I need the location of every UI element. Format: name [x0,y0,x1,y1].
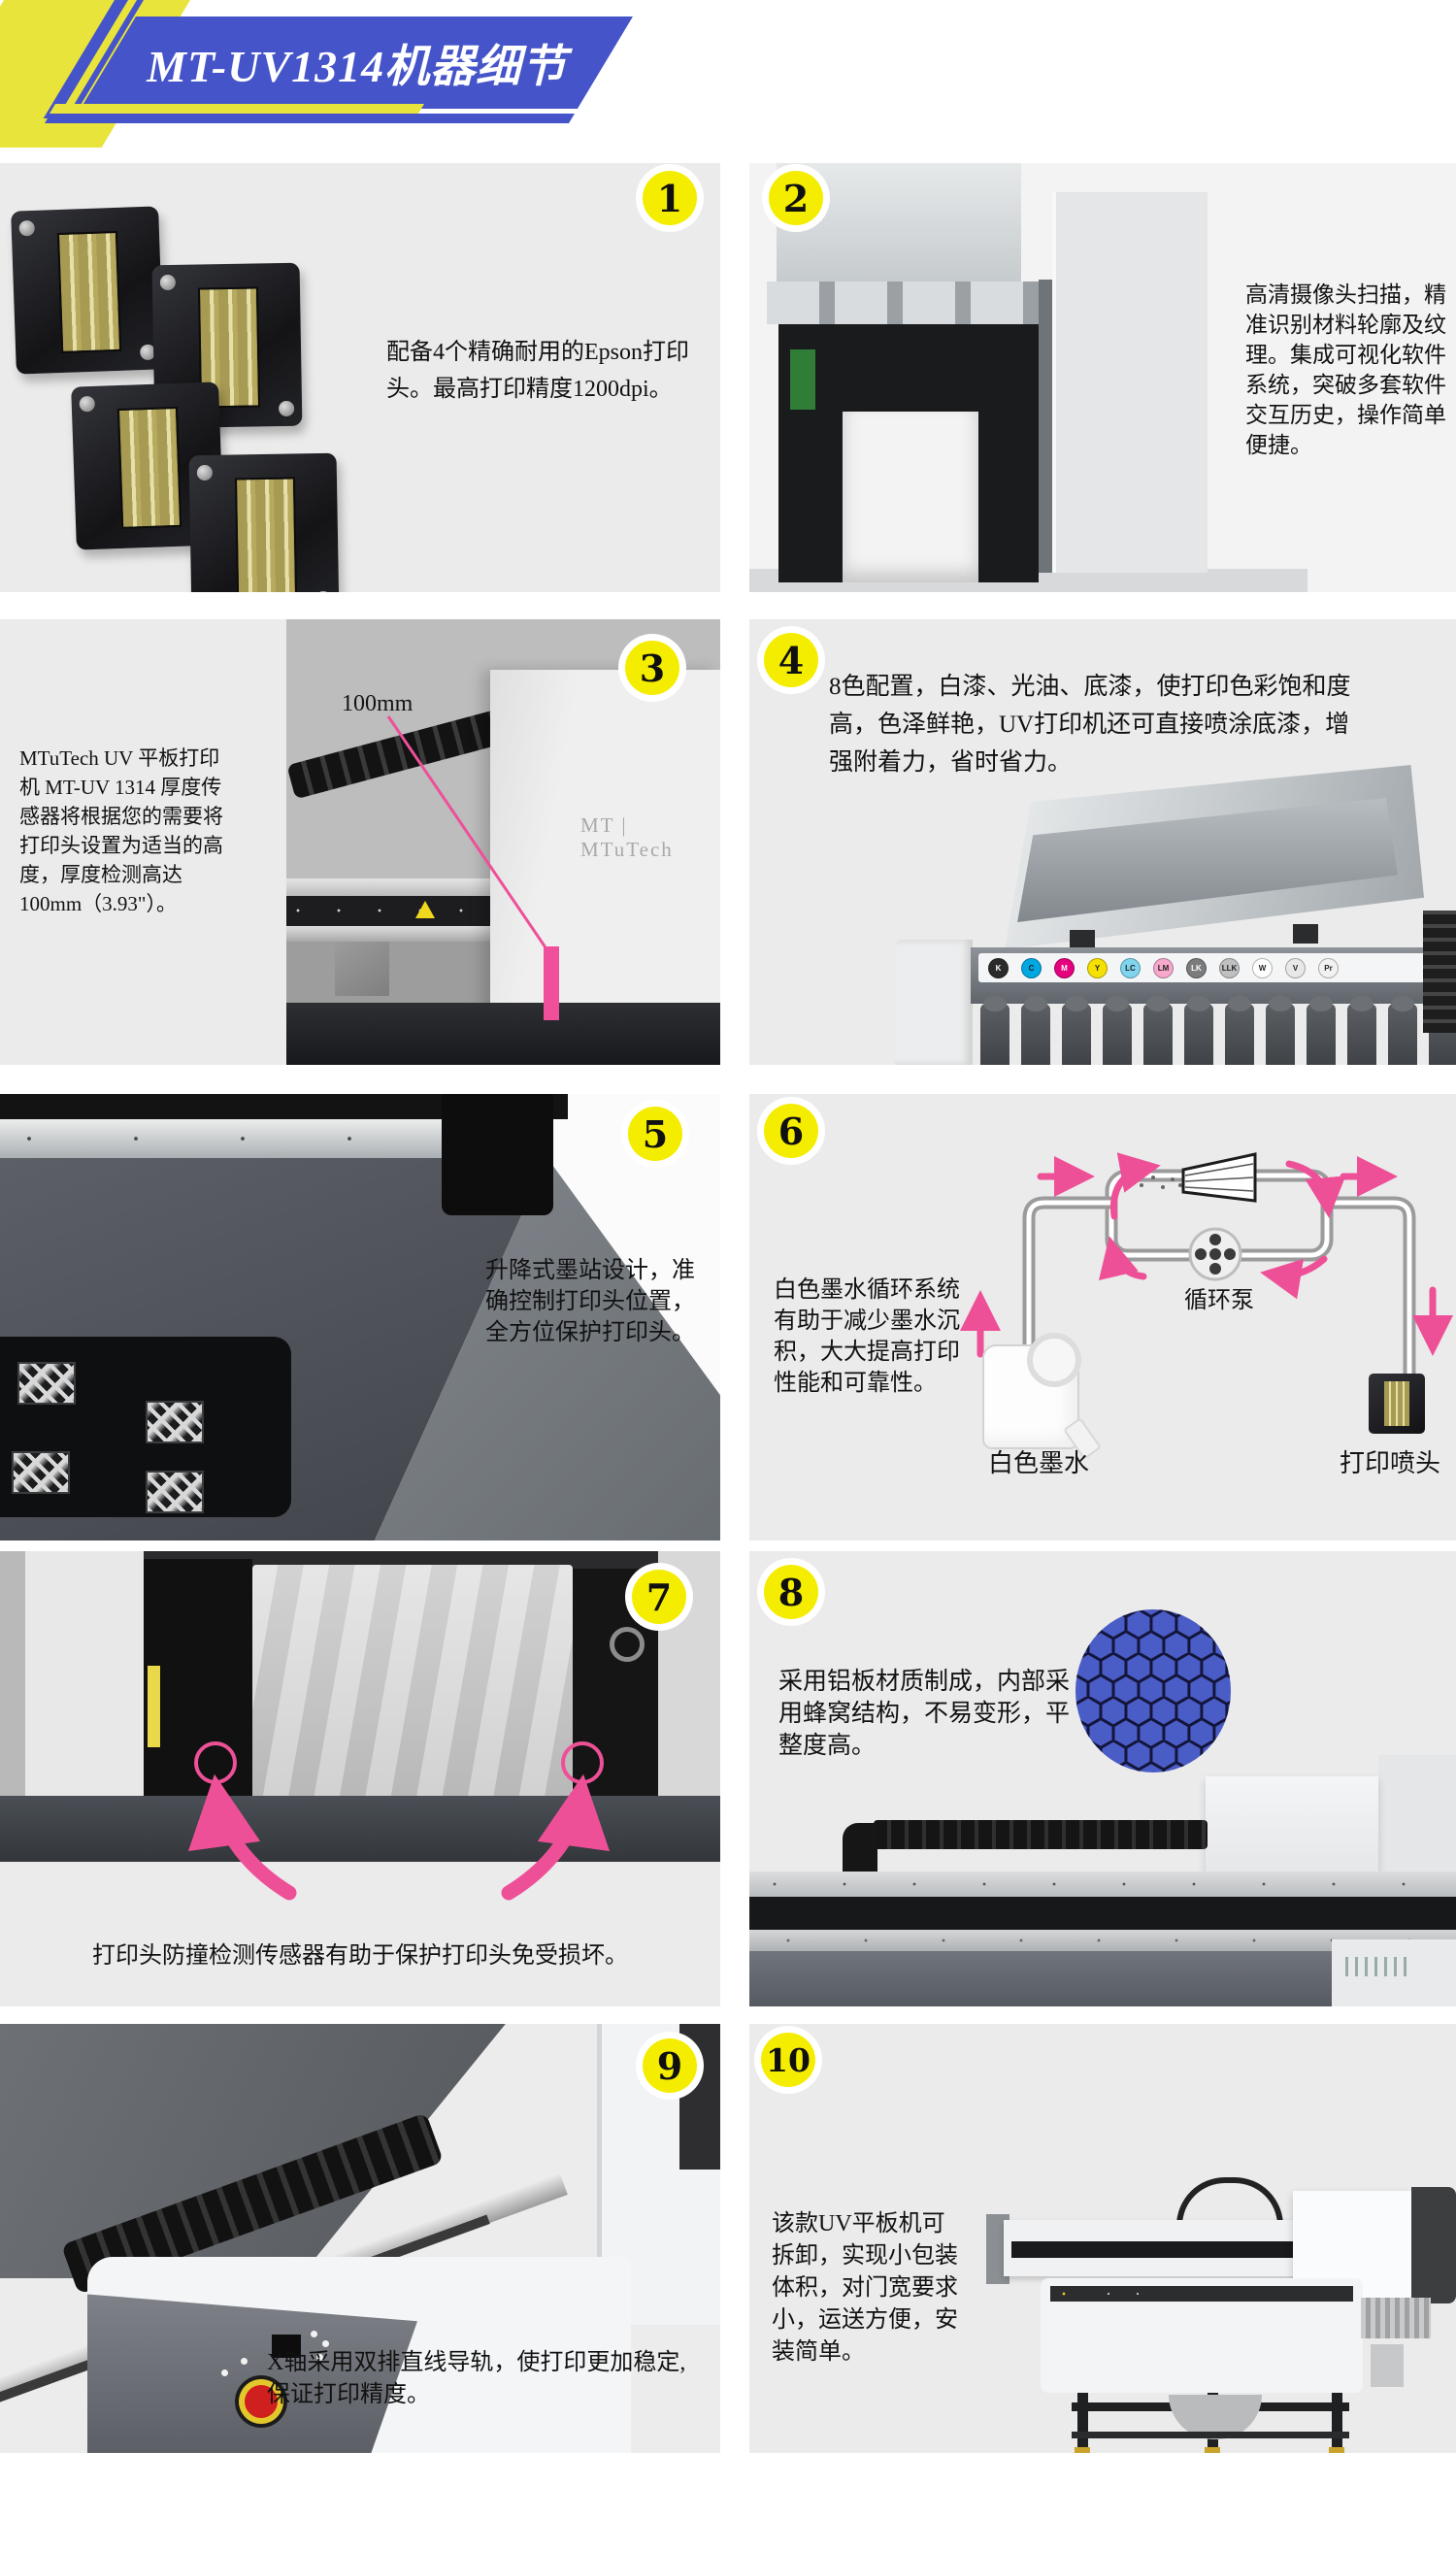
section-1-text: 配备4个精确耐用的Epson打印 头。最高打印精度1200dpi。 [386,340,689,402]
ink-channel-dot: C [1021,957,1042,978]
section-4-badge: 4 [764,633,818,687]
control-display [272,2335,301,2358]
cable-chain [874,1820,1208,1849]
section-1-badge: 1 [643,171,697,225]
section-3-badge: 3 [625,641,679,695]
section-8-text: 采用铝板材质制成，内部采 用蜂窝结构，不易变形，平 整度高。 [778,1669,1071,1759]
section-8-badge: 8 [764,1565,818,1619]
height-pointer-line [386,715,551,954]
section-8-panel: 8 采用铝板材质制成，内部采 用蜂窝结构，不易变形，平 整度高。 [749,1551,1456,2006]
ink-bottle-caps [971,996,1456,1065]
section-2-panel: 2 高清摄像头扫描，精 准识别材料轮廓及纹 理。集成可视化软件 系统，突破多套软… [749,163,1456,592]
section-3-panel: MT | MTuTech 100mm 3 MTuTech UV 平板打印 机 M… [0,619,720,1065]
banner-underline-blue [44,114,575,123]
bottle-label: 白色墨水 [988,1449,1090,1477]
section-5-panel: 5 升降式墨站设计，准 确控制打印头位置， 全方位保护打印头。 [0,1094,720,1541]
print-head-housing [490,670,720,1060]
section-9-badge: 9 [643,2038,697,2093]
section-4-text: 8色配置，白漆、光油、底漆，使打印色彩饱和度 高，色泽鲜艳，UV打印机还可直接喷… [829,674,1351,776]
emergency-stop-button [245,2385,278,2418]
ink-circulation-diagram [960,1152,1453,1407]
section-10-panel: 10 该款UV平板机可 拆卸，实现小包装 体积，对门宽要求 小，运送方便，安 装… [749,2024,1456,2453]
print-head-image [11,206,164,375]
print-head-icon [1369,1374,1425,1434]
section-6-badge: 6 [764,1104,818,1158]
height-label: 100mm [342,691,414,716]
section-9-panel: 9 X轴采用双排直线导轨，使打印更加稳定, 保证打印精度。 [0,2024,720,2453]
capping-station [0,1337,291,1517]
print-head-image [188,452,340,592]
pump-label: 循环泵 [1184,1288,1254,1313]
ink-channel-dot: Pr [1318,957,1339,978]
section-10-badge: 10 [761,2033,815,2087]
foil-wrapped-carriage [252,1565,573,1839]
section-1-panel: 1 配备4个精确耐用的Epson打印 头。最高打印精度1200dpi。 [0,163,720,592]
ink-channel-dot: Y [1087,957,1108,978]
section-9-text: X轴采用双排直线导轨，使打印更加稳定, 保证打印精度。 [267,2350,686,2407]
section-5-text: 升降式墨站设计，准 确控制打印头位置， 全方位保护打印头。 [485,1258,695,1345]
page-title: MT-UV1314机器细节 [146,41,567,91]
ink-channel-dot: K [988,957,1009,978]
ink-channel-dot: LC [1120,957,1141,978]
section-7-caption: 打印头防撞检测传感器有助于保护打印头免受损坏。 [92,1943,628,1969]
banner-underline-yellow [49,104,424,114]
section-7-badge: 7 [632,1570,686,1624]
ink-channel-dot: LK [1186,957,1207,978]
section-4-panel: K C M Y LC LM LK LLK W V Pr 4 8色配置，白漆、光油… [749,619,1456,1065]
honeycomb-structure-image [1075,1609,1231,1772]
section-6-panel: 白色墨水 循环泵 打印喷头 6 白色墨水循环系统 有助于减少墨水沉 积，大大提高… [749,1094,1456,1541]
section-3-text: MTuTech UV 平板打印 机 MT-UV 1314 厚度传 感器将根据您的… [19,746,223,915]
white-ink-bottle [982,1333,1102,1460]
ink-color-strip: K C M Y LC LM LK LLK W V Pr [978,953,1450,982]
banner-title-plate: MT-UV1314机器细节 [80,17,634,109]
ink-channel-dot: LM [1153,957,1174,978]
section-7-panel: 7 打印头防撞检测传感器有助于保护打印头免受损坏。 [0,1551,720,2006]
section-2-badge: 2 [769,171,823,225]
ink-channel-dot: W [1252,957,1273,978]
height-indicator-bar [544,946,559,1020]
section-2-text: 高清摄像头扫描，精 准识别材料轮廓及纹 理。集成可视化软件 系统，突破多套软件 … [1245,282,1446,457]
sensor-pointer-arrows [187,1741,611,1901]
ink-channel-dot: V [1285,957,1306,978]
section-6-text: 白色墨水循环系统 有助于减少墨水沉 积，大大提高打印 性能和可靠性。 [774,1277,960,1396]
brand-logo: MT | MTuTech [580,813,674,861]
cable-chain [1423,911,1456,1033]
section-5-badge: 5 [628,1107,682,1161]
head-label: 打印喷头 [1340,1449,1441,1477]
section-10-text: 该款UV平板机可 拆卸，实现小包装 体积，对门宽要求 小，运送方便，安 装简单。 [772,2211,958,2365]
ink-channel-dot: M [1054,957,1075,978]
ink-channel-dot: LLK [1219,957,1240,978]
